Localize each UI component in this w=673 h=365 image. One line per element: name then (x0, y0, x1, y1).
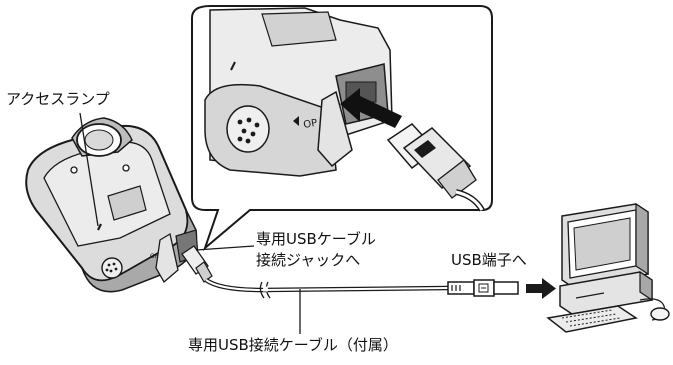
usb-cable (204, 278, 449, 299)
leader-lines (79, 112, 301, 334)
insert-arrow-icon (340, 88, 402, 128)
usb-plug-inset (386, 123, 485, 212)
usb-jack-label-line2: 接続ジャックへ (256, 251, 361, 269)
triangle-mark-icon (293, 116, 299, 126)
player-device: OPI (25, 117, 213, 293)
jack-cover-flap-small (155, 232, 179, 284)
usb-port-label: USB端子へ (451, 251, 527, 269)
display-screen (107, 185, 147, 221)
desktop-computer-icon (546, 202, 670, 333)
speaker-grill-icon (101, 257, 123, 279)
access-lamp (97, 223, 102, 231)
open-marking: OP (303, 118, 319, 131)
zoom-inset: OP (191, 5, 493, 252)
arrow-right-icon (526, 278, 556, 299)
usb-cable-label: 専用USB接続ケーブル（付属） (188, 336, 398, 354)
jack-cover-flap (317, 90, 353, 168)
usb-jack-label-line1: 専用USBケーブル (256, 230, 376, 248)
leader-jack (195, 245, 255, 251)
usb-plug-icon (447, 279, 519, 297)
leader-access-lamp (79, 112, 99, 227)
speaker-grill-icon (226, 105, 270, 153)
access-lamp-label: アクセスランプ (6, 90, 110, 108)
open-marking-small: OPI (150, 253, 160, 260)
lamp-mark-inset (230, 61, 236, 71)
